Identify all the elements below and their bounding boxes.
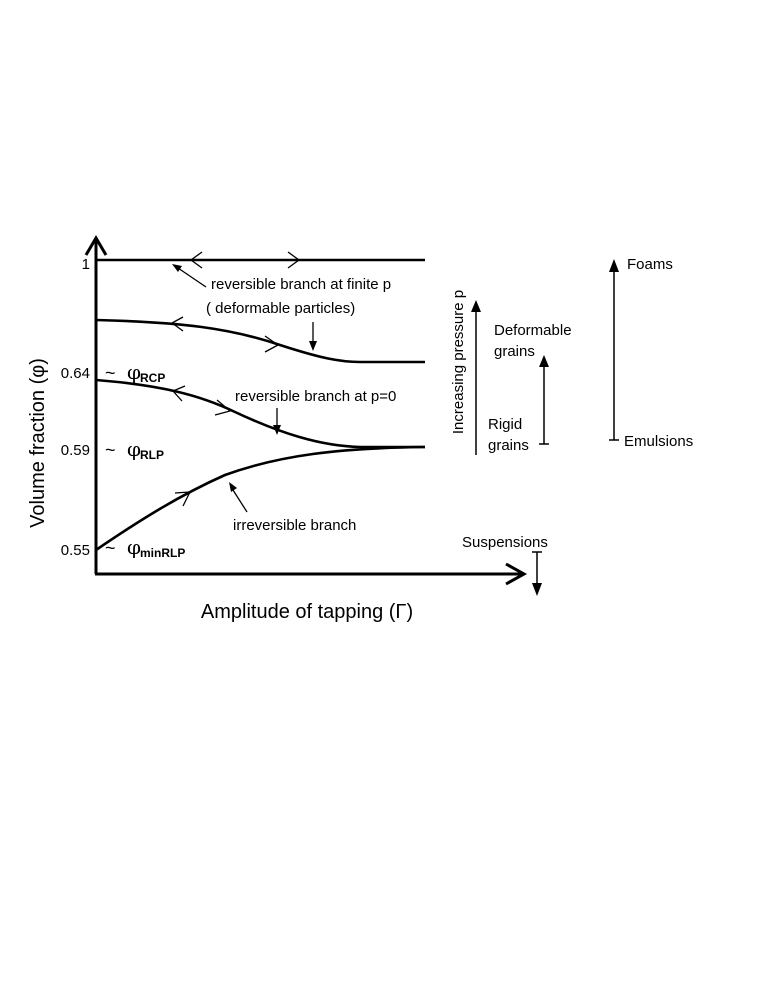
branch-irreversible: [95, 445, 426, 552]
direction-arrow-left-icon: [170, 316, 184, 332]
y-tick-label: 0.55: [61, 542, 90, 559]
foams-label: Foams: [627, 256, 673, 273]
suspensions-scale: Suspensions: [462, 534, 548, 596]
materials-arrowhead-icon: [609, 259, 619, 272]
deformable-grains-label: Deformable: [494, 322, 572, 339]
suspensions-label: Suspensions: [462, 534, 548, 551]
direction-arrow-right-icon: [287, 251, 301, 269]
direction-arrow-left-icon: [189, 251, 203, 269]
phi-prefix: ~: [105, 363, 116, 383]
pointer-arrowhead-icon: [309, 341, 317, 351]
phi-symbol: φ: [127, 535, 141, 559]
pointer-arrowhead-icon: [273, 425, 281, 435]
phi-prefix: ~: [105, 538, 116, 558]
y-tick-label: 0.59: [61, 442, 90, 459]
pointer-arrow: [177, 267, 207, 288]
annotation-p-zero: reversible branch at p=0: [235, 388, 396, 405]
svg-text:~: ~: [105, 363, 116, 383]
phi-symbol: φ: [127, 360, 141, 384]
x-axis-arrowhead: [505, 562, 528, 586]
y-axis-arrowhead: [84, 235, 108, 256]
y-tick-label: 0.64: [61, 365, 90, 382]
direction-arrow-right-icon: [264, 335, 280, 353]
pointer-arrowhead-icon: [172, 264, 182, 272]
phi-subscript: RCP: [140, 371, 165, 385]
rigid-grains-label-2: grains: [488, 437, 529, 454]
branch-finite-p: [95, 318, 425, 364]
axes: [84, 235, 528, 586]
phi-prefix: ~: [105, 440, 116, 460]
pointer-arrowhead-icon: [229, 482, 237, 492]
direction-arrow-right-icon: [174, 491, 192, 507]
phi-subscript: RLP: [140, 448, 164, 462]
emulsions-label: Emulsions: [624, 433, 693, 450]
phi-rlp-label: ~ φ RLP: [105, 437, 164, 462]
y-axis-title: Volume fraction (φ): [27, 358, 49, 528]
annotation-finite-p-sub: ( deformable particles): [206, 300, 355, 317]
phi-subscript: minRLP: [140, 546, 185, 560]
rigid-grains-label: Rigid: [488, 416, 522, 433]
branch-p-zero: [95, 378, 425, 449]
materials-scale: Foams Emulsions: [609, 256, 693, 450]
grains-scale: Deformable grains Rigid grains: [488, 322, 572, 454]
pressure-scale: Increasing pressure p: [450, 290, 481, 455]
annotation-finite-p: reversible branch at finite p: [211, 276, 391, 293]
direction-arrow-left-icon: [171, 385, 186, 402]
phi-symbol: φ: [127, 437, 141, 461]
suspensions-arrowhead-icon: [532, 583, 542, 596]
pressure-arrowhead-icon: [471, 300, 481, 312]
branches: [95, 251, 426, 552]
y-tick-label: 1: [82, 256, 90, 273]
increasing-pressure-label: Increasing pressure p: [450, 290, 467, 434]
svg-text:~: ~: [105, 440, 116, 460]
pointer-arrow: [232, 489, 248, 513]
deformable-grains-label-2: grains: [494, 343, 535, 360]
phi-rcp-label: ~ φ RCP: [105, 360, 165, 385]
x-axis-title: Amplitude of tapping (Γ): [201, 601, 413, 623]
annotations: reversible branch at finite p ( deformab…: [172, 264, 396, 534]
phi-minrlp-label: ~ φ minRLP: [105, 535, 185, 560]
grains-arrowhead-icon: [539, 355, 549, 367]
annotation-irreversible: irreversible branch: [233, 517, 356, 534]
svg-text:~: ~: [105, 538, 116, 558]
direction-arrow-right-icon: [214, 399, 232, 416]
